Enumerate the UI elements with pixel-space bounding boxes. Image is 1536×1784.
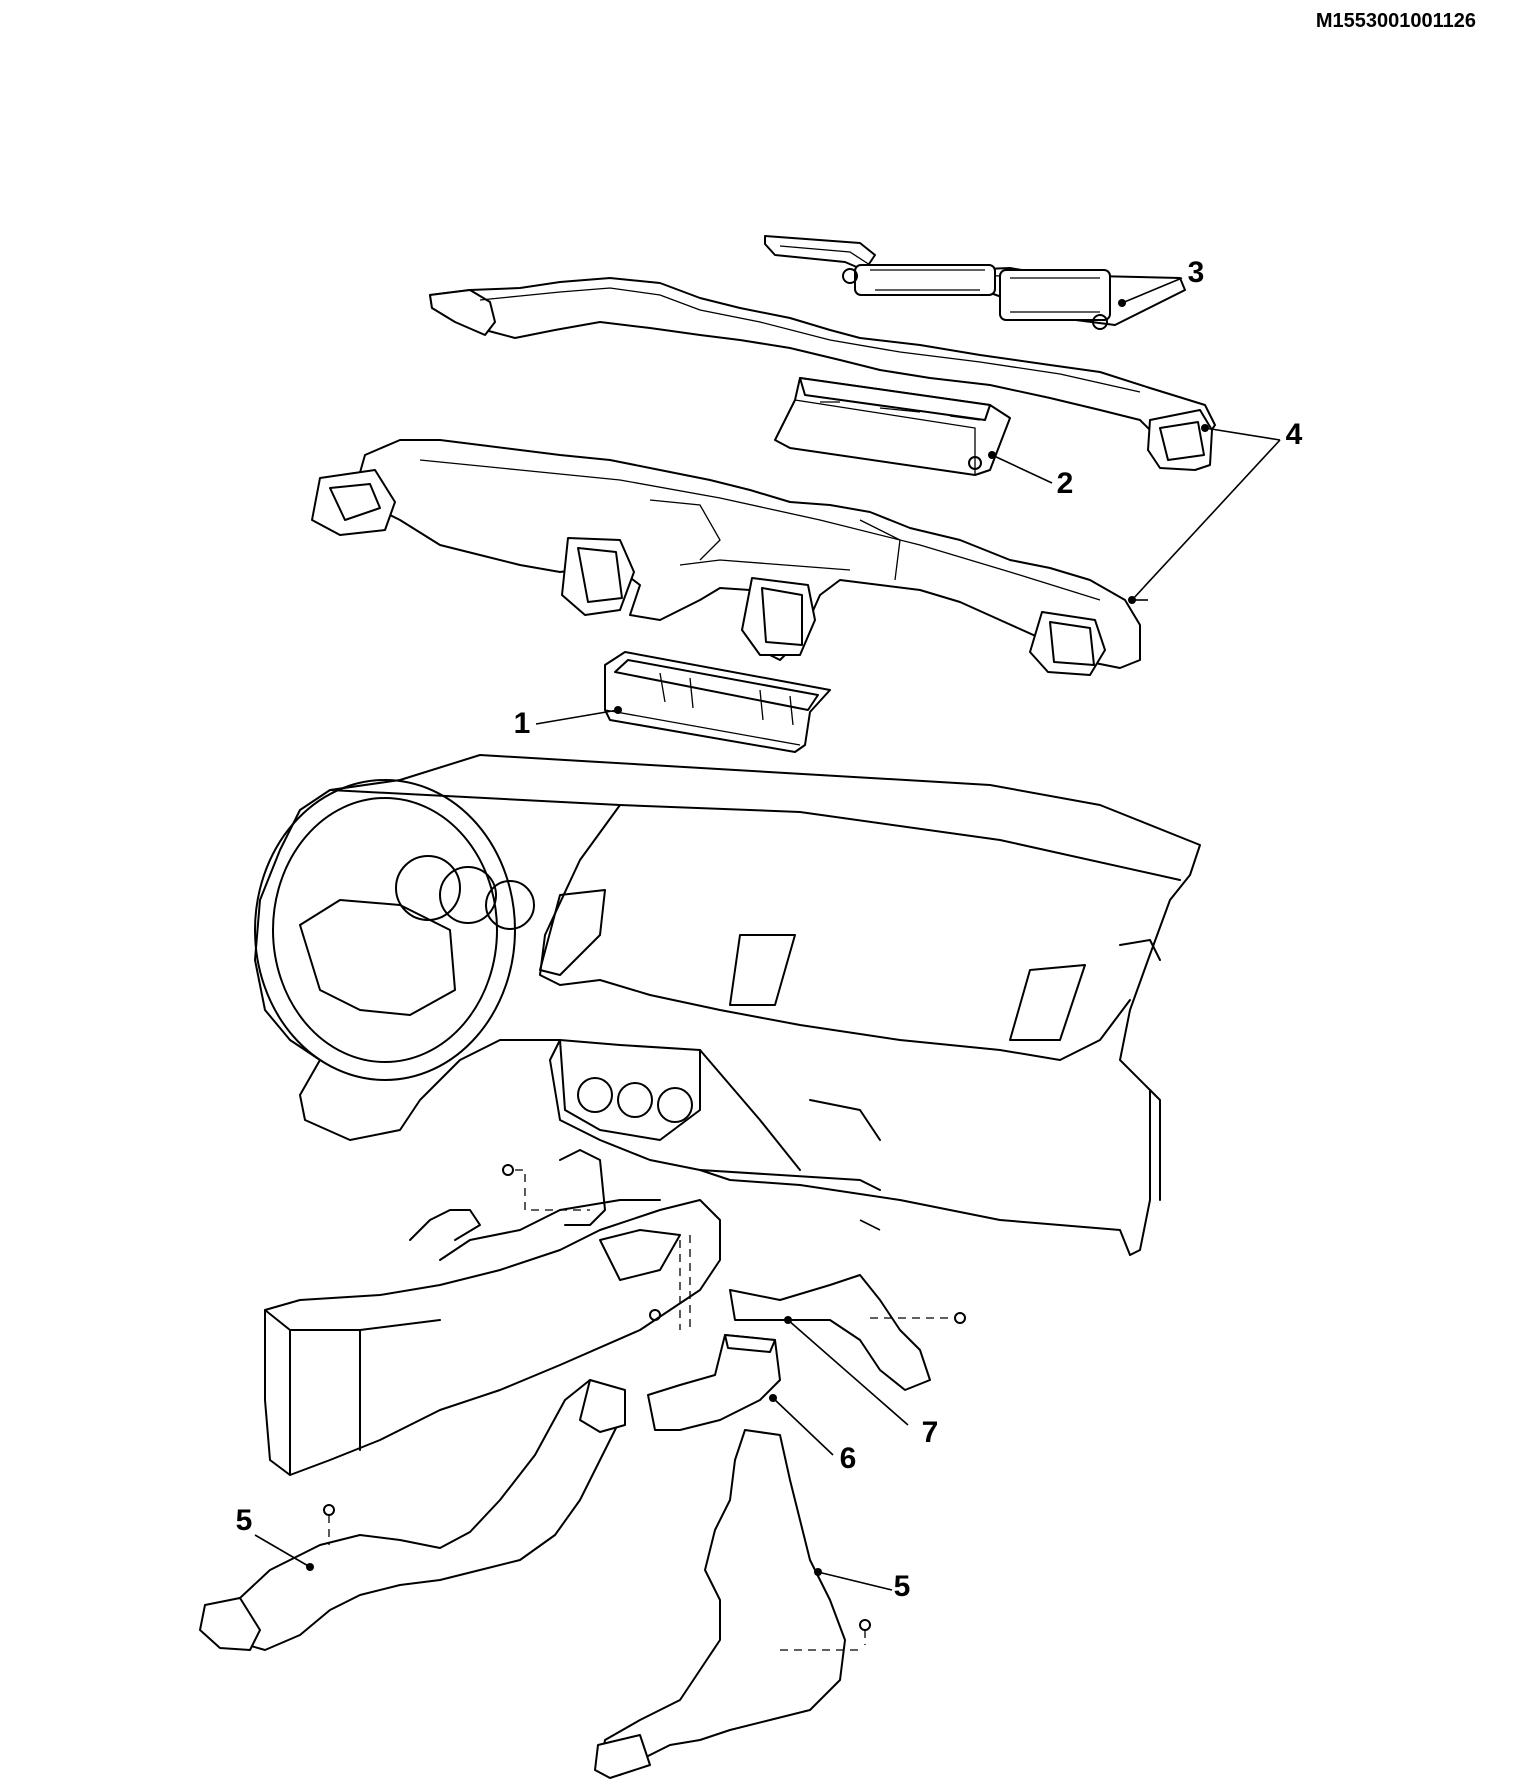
part-2-center-duct: [774, 377, 1011, 476]
part-4-main-duct: [311, 439, 1141, 676]
instrument-panel: [254, 754, 1201, 1256]
callout-1: 1: [514, 707, 531, 740]
part-4-upper-duct: [429, 277, 1216, 471]
part-1-center-register: [604, 651, 831, 753]
part-6-duct: [647, 1334, 781, 1431]
callouts: 1 2 3 4 5 5 6 7: [236, 256, 1303, 1603]
fasteners: [323, 1164, 966, 1651]
drawing-code: M1553001001126: [1315, 10, 1476, 32]
callout-5-left: 5: [236, 1504, 253, 1537]
callout-2: 2: [1057, 467, 1074, 500]
leader-lines: [254, 277, 1281, 1591]
callout-7: 7: [922, 1416, 939, 1449]
floor-console: [264, 1149, 721, 1476]
callout-6: 6: [840, 1442, 857, 1475]
part-5-right-rear-duct: [594, 1429, 846, 1779]
callout-5-right: 5: [894, 1570, 911, 1603]
part-7-duct: [729, 1274, 931, 1391]
part-3-defroster-nozzle: [764, 235, 1186, 330]
part-5-left-rear-duct: [199, 1379, 626, 1651]
callout-4: 4: [1286, 418, 1303, 451]
callout-3: 3: [1188, 256, 1205, 289]
